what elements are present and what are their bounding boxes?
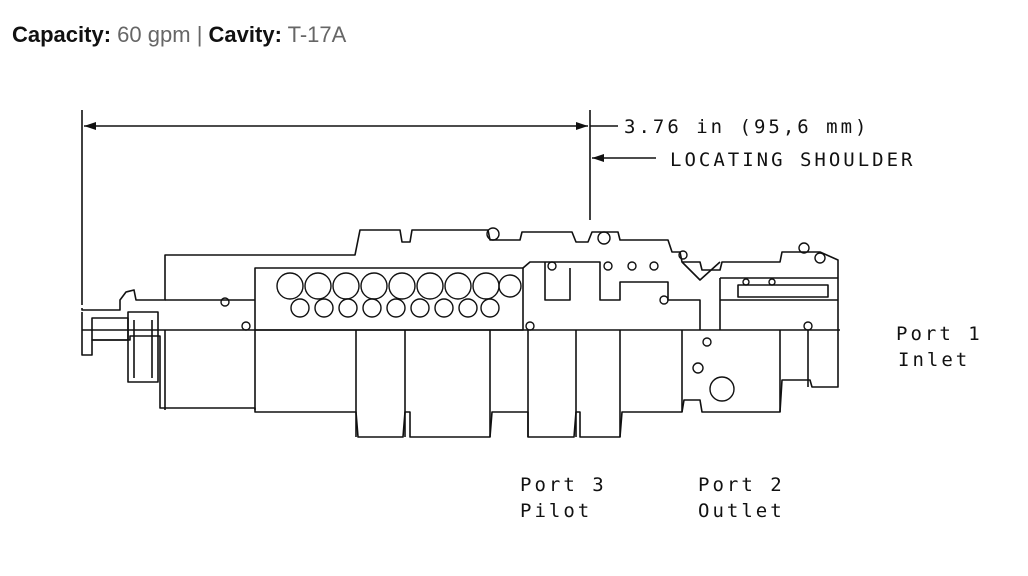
locating-shoulder-label: LOCATING SHOULDER	[670, 149, 915, 171]
spring-chamber	[254, 267, 524, 331]
adjuster-stem	[91, 317, 129, 341]
valve-body-lower	[81, 312, 839, 438]
adjuster-nut	[127, 311, 159, 383]
port-1-function: Inlet	[898, 349, 970, 371]
port-2-name: Port 2	[698, 474, 785, 496]
cavity-value: T-17A	[287, 22, 347, 47]
port-1-name: Port 1	[896, 323, 983, 345]
spec-separator: |	[196, 22, 203, 47]
valve-body-upper	[81, 229, 839, 330]
capacity-label: Capacity:	[12, 22, 112, 47]
port-3-function: Pilot	[520, 500, 592, 522]
cavity-label: Cavity:	[208, 22, 282, 47]
port-3-name: Port 3	[520, 474, 607, 496]
port-2-function: Outlet	[698, 500, 785, 522]
spec-line: Capacity: 60 gpm | Cavity: T-17A	[12, 22, 346, 48]
spring-coils	[220, 227, 826, 402]
capacity-value: 60 gpm	[117, 22, 191, 47]
dimension-label: 3.76 in (95,6 mm)	[624, 116, 869, 138]
